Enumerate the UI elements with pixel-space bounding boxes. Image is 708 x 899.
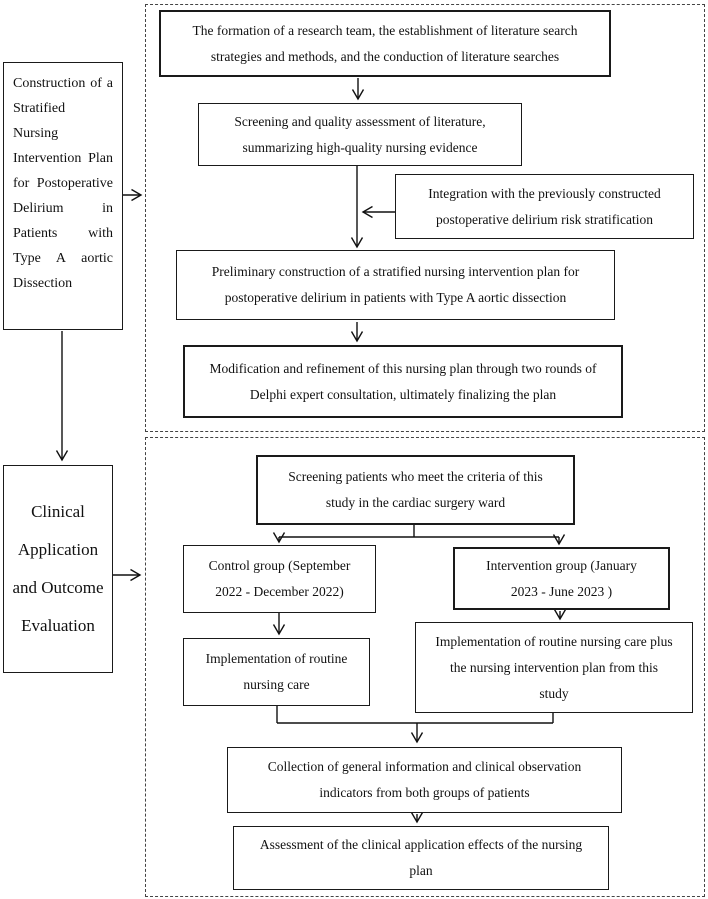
- step-integration-box: Integration with the previously construc…: [395, 174, 694, 239]
- control-group-box: Control group (September 2022 - December…: [183, 545, 376, 613]
- routine-plus-plan-box: Implementation of routine nursing care p…: [415, 622, 693, 713]
- construction-phase-panel: [145, 4, 705, 432]
- step-preliminary-box: Preliminary construction of a stratified…: [176, 250, 615, 320]
- intervention-group-box: Intervention group (January 2023 - June …: [453, 547, 670, 610]
- step-patient-screening-box: Screening patients who meet the criteria…: [256, 455, 575, 525]
- routine-care-box: Implementation of routine nursing care: [183, 638, 370, 706]
- assessment-box: Assessment of the clinical application e…: [233, 826, 609, 890]
- phase-evaluation-box: Clinical Application and Outcome Evaluat…: [3, 465, 113, 673]
- phase-construction-box: Construction of a Stratified Nursing Int…: [3, 62, 123, 330]
- step-research-team-box: The formation of a research team, the es…: [159, 10, 611, 77]
- data-collection-box: Collection of general information and cl…: [227, 747, 622, 813]
- evaluation-phase-panel: [145, 437, 705, 897]
- step-literature-screening-box: Screening and quality assessment of lite…: [198, 103, 522, 166]
- step-modification-box: Modification and refinement of this nurs…: [183, 345, 623, 418]
